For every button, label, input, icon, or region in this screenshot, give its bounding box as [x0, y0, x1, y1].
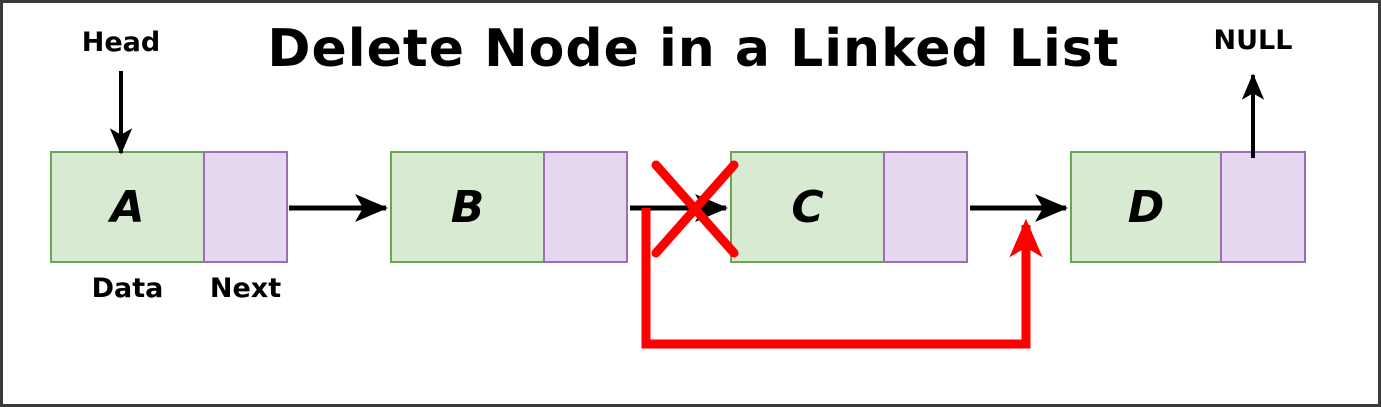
list-node-c[interactable]: C: [730, 151, 968, 263]
arrow-layer: [109, 71, 1265, 349]
list-node-b[interactable]: B: [390, 151, 628, 263]
node-a-data-cell: A: [50, 151, 205, 263]
head-pointer-label: Head: [81, 27, 161, 58]
bypass-pointer-arrow: [641, 208, 1043, 349]
list-node-a[interactable]: A: [50, 151, 288, 263]
caption-data: Data: [91, 273, 164, 304]
delete-cross-icon: [651, 160, 739, 258]
page-title: Delete Node in a Linked List: [267, 19, 1120, 79]
node-d-data-cell: D: [1070, 151, 1222, 263]
caption-next: Next: [209, 273, 282, 304]
node-d-next-cell: [1220, 151, 1306, 263]
null-pointer-label: NULL: [1213, 25, 1293, 56]
node-c-next-cell: [883, 151, 968, 263]
node-b-next-cell: [543, 151, 628, 263]
node-c-data-cell: C: [730, 151, 885, 263]
list-node-d[interactable]: D: [1070, 151, 1306, 263]
node-a-next-cell: [203, 151, 288, 263]
